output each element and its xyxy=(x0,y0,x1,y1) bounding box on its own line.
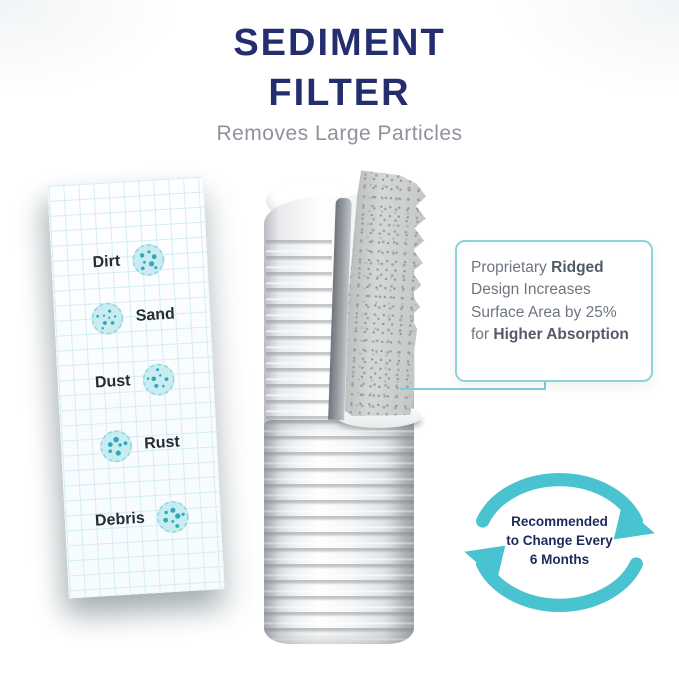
page-title-line2: FILTER xyxy=(268,72,411,114)
rust-particles-icon xyxy=(97,427,135,465)
filter-ridges-upper xyxy=(266,240,332,420)
recycle-arrows-icon xyxy=(464,473,655,612)
particle-row-rust: Rust xyxy=(61,422,217,467)
particle-label: Dirt xyxy=(92,252,121,272)
callout-line-4: for Higher Absorption xyxy=(471,326,629,344)
callout-connector-stub xyxy=(544,381,546,390)
particle-row-dirt: Dirt xyxy=(52,238,208,283)
particle-label: Sand xyxy=(135,305,176,325)
particle-label: Rust xyxy=(143,433,181,453)
ridged-design-callout: Proprietary Ridged Design Increases Surf… xyxy=(455,240,653,382)
particle-row-dust: Dust xyxy=(58,358,214,403)
reminder-line-1: Recommended xyxy=(511,514,608,529)
page-title-line1: SEDIMENT xyxy=(233,22,446,64)
change-reminder: Recommended to Change Every 6 Months xyxy=(452,455,667,630)
dirt-particles-icon xyxy=(129,241,167,279)
dust-particles-icon xyxy=(140,361,178,399)
page-subtitle: Removes Large Particles xyxy=(216,122,463,145)
filter-ridges-lower xyxy=(264,420,414,644)
callout-line-3: Surface Area by 25% xyxy=(471,303,617,321)
debris-particles-icon xyxy=(154,498,192,536)
particles-grid-panel: Dirt Sand Dust xyxy=(47,175,225,599)
particle-label: Debris xyxy=(94,509,146,530)
reminder-line-3: 6 Months xyxy=(529,552,590,567)
particle-row-sand: Sand xyxy=(55,294,211,339)
reminder-text: Recommended to Change Every 6 Months xyxy=(452,512,667,569)
callout-connector-line xyxy=(400,388,546,390)
sand-particles-icon xyxy=(89,300,127,338)
particle-label: Dust xyxy=(94,372,131,392)
reminder-line-2: to Change Every xyxy=(506,533,613,548)
particle-row-debris: Debris xyxy=(65,496,221,541)
callout-line-1: Proprietary Ridged xyxy=(471,259,604,276)
callout-line-2: Design Increases xyxy=(471,281,591,299)
